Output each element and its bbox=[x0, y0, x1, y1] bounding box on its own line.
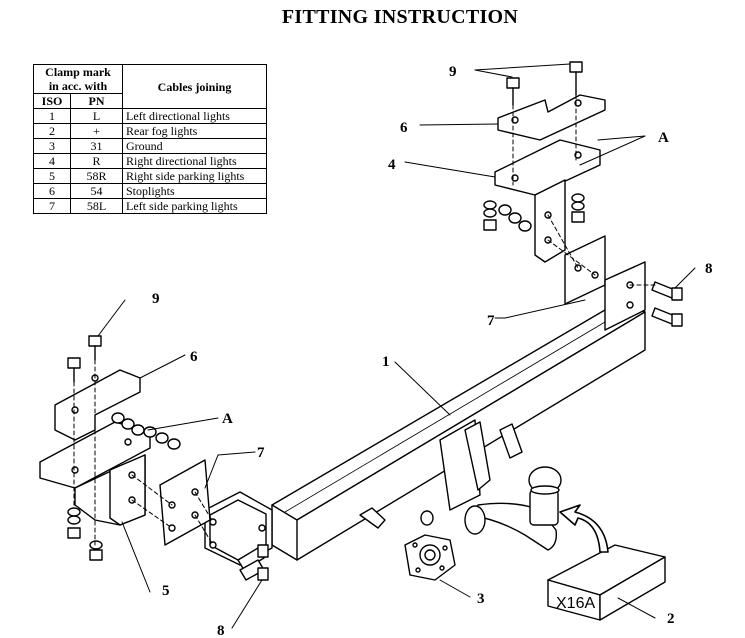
right-bolts-8 bbox=[651, 281, 683, 327]
iso-header: ISO bbox=[33, 93, 71, 109]
callout-9-top: 9 bbox=[449, 64, 457, 80]
left-clamp-plate bbox=[159, 459, 211, 546]
iso-cell: 7 bbox=[33, 198, 71, 214]
right-plate-6 bbox=[497, 94, 606, 141]
box-label: X16A bbox=[556, 595, 595, 612]
callout-9-left: 9 bbox=[152, 291, 160, 307]
beam-brackets bbox=[359, 423, 523, 529]
callout-6-left: 6 bbox=[190, 349, 198, 365]
right-bracket bbox=[534, 179, 566, 263]
cable-cell: Rear fog lights bbox=[122, 123, 267, 139]
callout-5: 5 bbox=[162, 583, 170, 599]
tow-ball bbox=[528, 466, 562, 526]
callout-7-right: 7 bbox=[487, 313, 495, 329]
callout-8-right: 8 bbox=[705, 261, 713, 277]
bottom-bolts-8 bbox=[237, 544, 269, 581]
left-side-plate bbox=[204, 491, 273, 566]
pn-cell: 58L bbox=[70, 198, 123, 214]
right-side-plate bbox=[564, 235, 646, 331]
callout-3: 3 bbox=[477, 591, 485, 607]
curved-arrow bbox=[559, 504, 609, 553]
leader-lines bbox=[97, 63, 696, 629]
callout-2: 2 bbox=[667, 611, 675, 627]
table-row: 2+Rear fog lights bbox=[33, 123, 267, 139]
callout-a-left: A bbox=[222, 411, 233, 427]
left-nuts-washers bbox=[67, 412, 181, 561]
box-2 bbox=[547, 544, 666, 621]
callout-a-top: A bbox=[658, 130, 669, 146]
callout-8-bottom: 8 bbox=[217, 623, 225, 638]
right-alignment-lines bbox=[512, 94, 656, 286]
callout-7-left: 7 bbox=[257, 445, 265, 461]
callout-6-top: 6 bbox=[400, 120, 408, 136]
callout-1: 1 bbox=[382, 354, 390, 370]
clamp-mark-header: Clamp mark in acc. with bbox=[33, 64, 123, 94]
cable-cell: Left directional lights bbox=[122, 108, 267, 124]
cable-cell: Left side parking lights bbox=[122, 198, 267, 214]
callout-4: 4 bbox=[388, 157, 396, 173]
right-bolts-9 bbox=[506, 61, 583, 106]
left-bolts-9 bbox=[67, 335, 102, 383]
right-nuts-washers bbox=[483, 193, 585, 232]
pn-cell: 31 bbox=[70, 138, 123, 154]
left-bracket-5 bbox=[74, 454, 146, 526]
left-alignment-lines bbox=[73, 359, 214, 546]
page-title: FITTING INSTRUCTION bbox=[281, 6, 519, 28]
socket-3 bbox=[404, 510, 456, 581]
clamp-table: Clamp mark in acc. with Cables joining I… bbox=[33, 64, 267, 214]
right-plate-4 bbox=[494, 139, 601, 196]
